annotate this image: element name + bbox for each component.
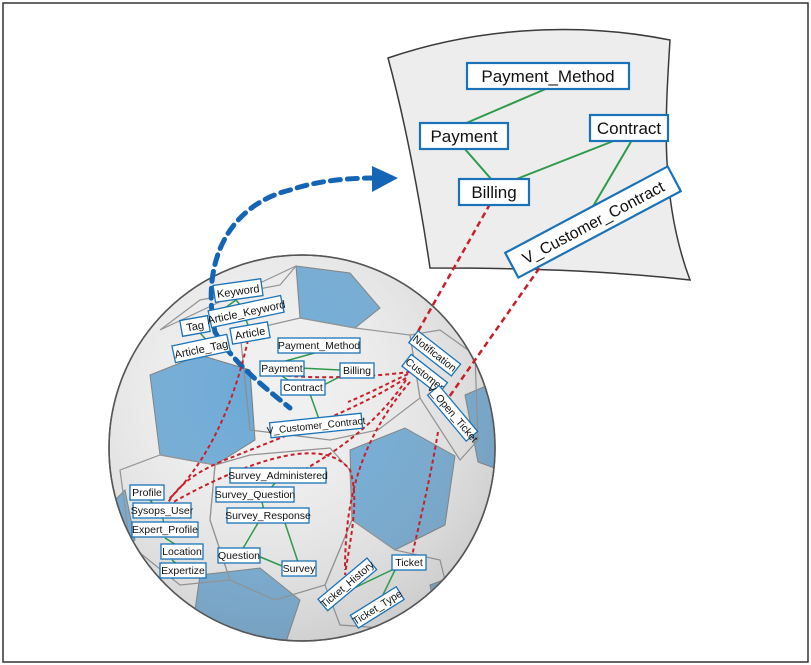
- svg-text:Expert_Profile: Expert_Profile: [132, 524, 198, 536]
- svg-text:Sysops_User: Sysops_User: [131, 505, 194, 517]
- svg-text:Article: Article: [234, 325, 266, 342]
- zoom-label-billing: Billing: [457, 177, 531, 207]
- svg-text:Survey: Survey: [283, 563, 316, 575]
- label-tag: Tag: [179, 314, 211, 338]
- zoom-reference-lines: [410, 203, 547, 411]
- svg-text:Question: Question: [218, 550, 260, 562]
- label-survey-question: Survey_Question: [215, 486, 296, 503]
- label-billing-small: Billing: [339, 362, 375, 379]
- svg-text:Payment_Method: Payment_Method: [481, 67, 614, 86]
- label-sysops-user: Sysops_User: [131, 502, 194, 519]
- zoom-arrow: [208, 175, 381, 335]
- svg-text:Expertize: Expertize: [161, 565, 205, 577]
- svg-text:Billing: Billing: [343, 365, 371, 377]
- svg-text:Billing: Billing: [471, 183, 516, 202]
- label-payment-small: Payment: [259, 360, 305, 377]
- label-payment-method-small: Payment_Method: [277, 337, 361, 354]
- svg-text:Ticket: Ticket: [395, 557, 423, 569]
- label-survey: Survey: [281, 560, 317, 577]
- svg-text:Contract: Contract: [597, 119, 662, 138]
- soccer-ball: [108, 254, 496, 642]
- svg-text:Survey_Administered: Survey_Administered: [228, 470, 328, 482]
- svg-text:Survey_Question: Survey_Question: [215, 489, 296, 501]
- svg-text:Survey_Response: Survey_Response: [225, 510, 311, 522]
- svg-text:Payment_Method: Payment_Method: [278, 340, 360, 352]
- svg-text:Profile: Profile: [132, 487, 162, 499]
- label-article: Article: [229, 321, 271, 345]
- label-expert-profile: Expert_Profile: [131, 521, 199, 538]
- zoom-arrow-head: [372, 166, 398, 192]
- label-survey-response: Survey_Response: [225, 507, 311, 524]
- svg-text:Tag: Tag: [185, 320, 205, 335]
- label-ticket: Ticket: [391, 554, 427, 571]
- svg-text:Payment: Payment: [430, 127, 497, 146]
- svg-text:Payment: Payment: [261, 363, 303, 375]
- svg-text:Keyword: Keyword: [216, 283, 260, 301]
- label-survey-administered: Survey_Administered: [228, 467, 328, 484]
- label-contract-small: Contract: [280, 379, 326, 396]
- zoom-label-payment-method: Payment_Method: [465, 61, 631, 91]
- svg-text:Location: Location: [162, 546, 202, 558]
- label-expertize: Expertize: [159, 562, 207, 579]
- zoom-label-contract: Contract: [588, 113, 670, 143]
- svg-text:Contract: Contract: [283, 382, 323, 394]
- label-location: Location: [160, 543, 204, 560]
- zoom-label-payment: Payment: [418, 121, 510, 151]
- label-question: Question: [217, 547, 261, 564]
- label-keyword: Keyword: [212, 278, 264, 303]
- label-profile: Profile: [129, 484, 165, 501]
